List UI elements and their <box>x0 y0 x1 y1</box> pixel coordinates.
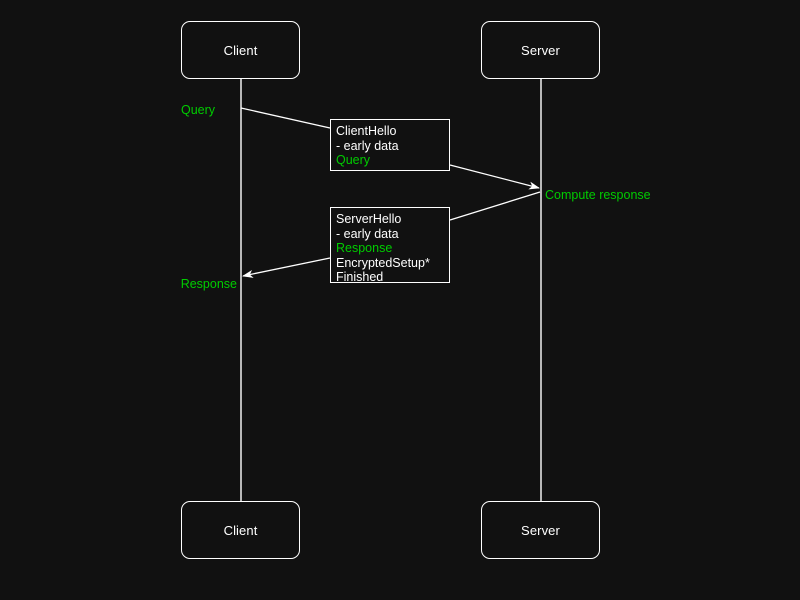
note-response: Response <box>180 277 237 291</box>
actor-label-server-top: Server <box>521 42 560 58</box>
note-compute-response: Compute response <box>545 188 651 202</box>
actor-box-client-bottom[interactable]: Client <box>181 501 300 559</box>
note-query: Query <box>181 103 216 117</box>
actor-box-server-bottom[interactable]: Server <box>481 501 600 559</box>
message-line-server-hello-1: - early data <box>336 226 399 241</box>
message-box-server-hello[interactable]: ServerHello - early data Response Encryp… <box>330 207 450 285</box>
message-line-client-hello-0: ClientHello <box>336 124 397 138</box>
message-line-client-hello-2: Query <box>336 153 371 168</box>
message-line-server-hello-3: EncryptedSetup* <box>336 255 430 270</box>
actor-label-server-bottom: Server <box>521 522 560 538</box>
arrow-client-hello-right <box>449 164 540 190</box>
actor-label-client-bottom: Client <box>223 522 258 538</box>
arrow-server-hello-left <box>242 257 331 278</box>
arrow-client-hello-left <box>240 107 331 129</box>
message-line-server-hello-2: Response <box>336 241 393 256</box>
message-line-client-hello-1: - early data <box>336 138 399 153</box>
arrow-server-hello-right <box>449 191 541 221</box>
actor-label-client-top: Client <box>223 42 258 58</box>
message-box-client-hello[interactable]: ClientHello - early data Query <box>330 119 450 171</box>
message-line-server-hello-4: Finished <box>336 270 384 285</box>
message-line-server-hello-0: ServerHello <box>336 212 402 226</box>
actor-box-server-top[interactable]: Server <box>481 21 600 79</box>
actor-box-client-top[interactable]: Client <box>181 21 300 79</box>
